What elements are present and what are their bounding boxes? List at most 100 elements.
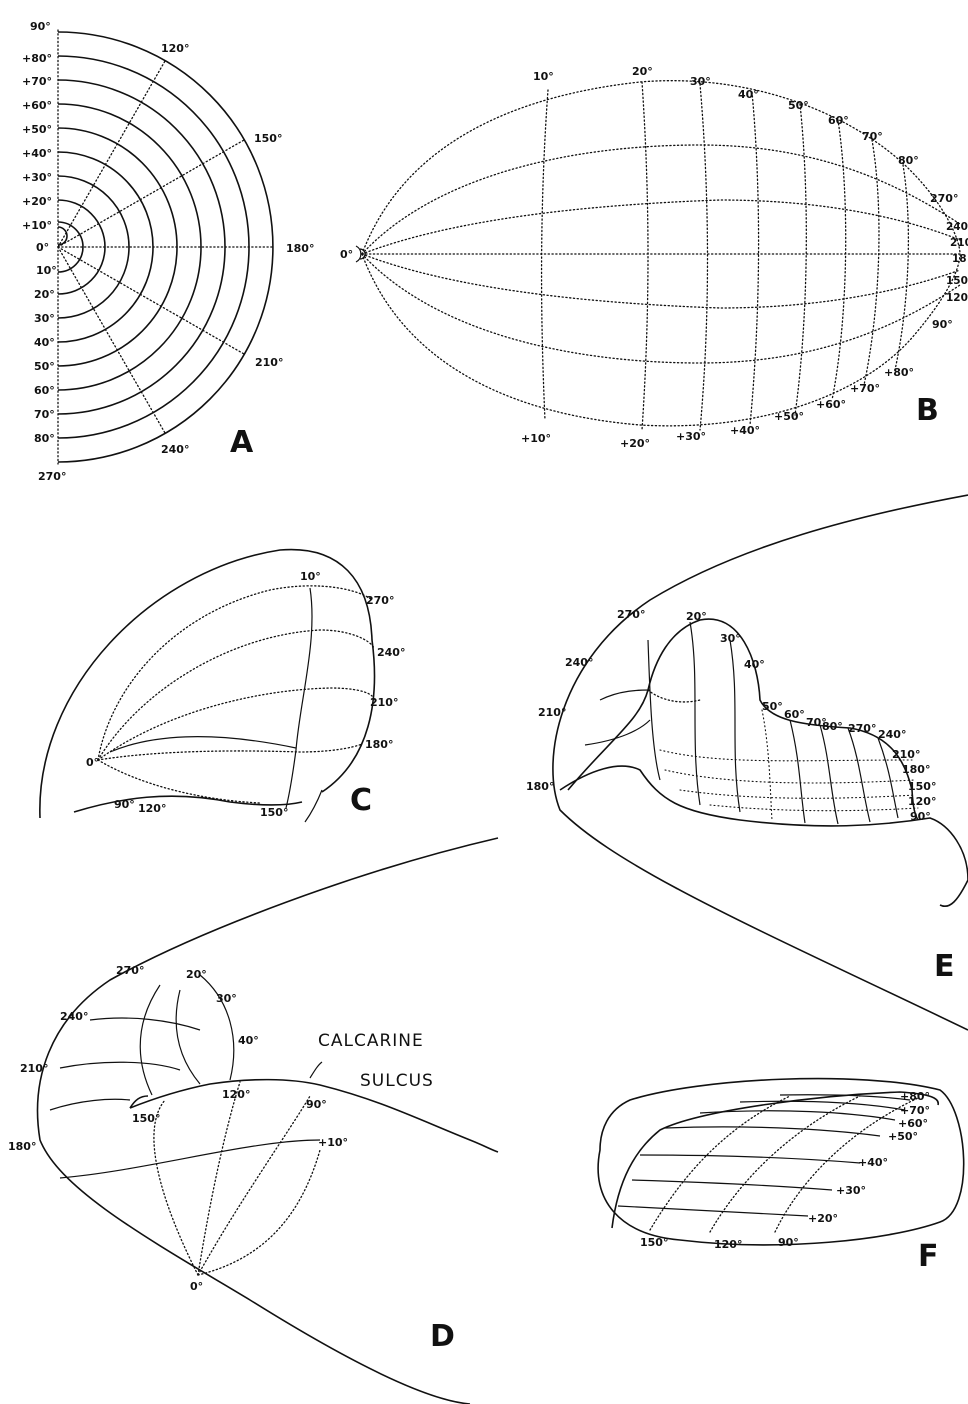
map-label: +10° — [318, 1136, 348, 1149]
eccentricity-label: +50° — [22, 123, 52, 136]
map-label: 150° — [132, 1112, 160, 1125]
eccentricity-label: 40° — [34, 336, 55, 349]
map-label: 120° — [908, 795, 936, 808]
map-label: 270° — [366, 594, 394, 607]
map-label: 180° — [8, 1140, 36, 1153]
panel-letter: E — [934, 949, 955, 984]
eccentricity-label: 50° — [34, 360, 55, 373]
map-label: 0° — [190, 1280, 203, 1293]
angle-label: 120° — [161, 42, 189, 55]
map-label: 60° — [784, 708, 805, 721]
map-label: +70° — [900, 1104, 930, 1117]
calcarine-sulcus-label: CALCARINE — [318, 1031, 424, 1051]
map-label: 180° — [902, 763, 930, 776]
map-label: 240° — [377, 646, 405, 659]
panel-f: +80° +70° +60° +50° +40° +30° +20° 150° … — [598, 1079, 964, 1274]
meridian-label: +50° — [774, 410, 804, 423]
map-label: +50° — [888, 1130, 918, 1143]
meridian-label: +10° — [521, 432, 551, 445]
map-label: +20° — [808, 1212, 838, 1225]
meridian-label: 50° — [788, 99, 809, 112]
eccentricity-label: +60° — [22, 99, 52, 112]
meridian-label: +80° — [884, 366, 914, 379]
meridian-label: +30° — [676, 430, 706, 443]
panel-letter: C — [350, 783, 372, 818]
parallel-label: 90° — [932, 318, 953, 331]
panel-c: 10° 270° 240° 210° 180° 0° 90° 120° 150°… — [40, 550, 406, 822]
map-label: 240° — [565, 656, 593, 669]
angle-label: 270° — [38, 470, 66, 483]
map-label: +80° — [900, 1090, 930, 1103]
map-label: 270° — [617, 608, 645, 621]
meridian-label: 60° — [828, 114, 849, 127]
parallel-label: 240 — [946, 221, 968, 233]
map-label: 90° — [114, 798, 135, 811]
panel-letter: A — [230, 425, 254, 460]
meridian-label: 70° — [862, 130, 883, 143]
panel-letter: F — [918, 1239, 939, 1274]
eccentricity-label: 60° — [34, 384, 55, 397]
map-label: 90° — [910, 810, 931, 823]
map-label: 120° — [222, 1088, 250, 1101]
map-label: 240° — [878, 728, 906, 741]
eccentricity-label: 10° — [36, 264, 57, 277]
meridian-label: 20° — [632, 65, 653, 78]
meridian-label: +60° — [816, 398, 846, 411]
angle-label: 240° — [161, 443, 189, 456]
meridian-label: 80° — [898, 154, 919, 167]
meridian-label: +70° — [850, 382, 880, 395]
eccentricity-label: 70° — [34, 408, 55, 421]
panel-e-drawing: 270° 20° 30° 40° 240° 210° 180° 50° 60° … — [526, 495, 968, 1030]
map-label: +40° — [858, 1156, 888, 1169]
map-label: 20° — [186, 968, 207, 981]
map-label: 40° — [238, 1034, 259, 1047]
meridian-label: 10° — [533, 70, 554, 83]
eccentricity-label: 20° — [34, 288, 55, 301]
map-label: 180° — [526, 780, 554, 793]
meridian-label: 30° — [690, 75, 711, 88]
map-label: 270° — [116, 964, 144, 977]
panel-a: 90° 120° 150° 180° 210° 240° 270° 0° +80… — [22, 20, 314, 483]
map-label: +60° — [898, 1117, 928, 1130]
map-label: 210° — [538, 706, 566, 719]
panel-letter: B — [916, 393, 939, 428]
panel-e: 270° 20° 30° 40° 240° 210° 180° 50° 60° … — [526, 495, 968, 1030]
map-label: 0° — [86, 756, 99, 769]
meridian-label: +40° — [730, 424, 760, 437]
map-label: 270° — [848, 722, 876, 735]
map-label: 50° — [762, 700, 783, 713]
map-label: 90° — [306, 1098, 327, 1111]
panel-d-drawing: 270° 20° 30° 40° 240° 210° 180° 150° 120… — [8, 838, 498, 1404]
map-label: 30° — [720, 632, 741, 645]
origin-label: 0° — [340, 248, 353, 261]
panel-letter: D — [430, 1319, 455, 1354]
meridian-label: +20° — [620, 437, 650, 450]
meridian-label: 40° — [738, 88, 759, 101]
map-label: 120° — [714, 1238, 742, 1251]
map-label: 10° — [300, 570, 321, 583]
panel-c-drawing: 10° 270° 240° 210° 180° 0° 90° 120° 150° — [40, 550, 406, 822]
map-label: 30° — [216, 992, 237, 1005]
map-label: 150° — [908, 780, 936, 793]
map-label: 210° — [892, 748, 920, 761]
panel-d: 270° 20° 30° 40° 240° 210° 180° 150° 120… — [8, 838, 498, 1404]
map-label: 180° — [365, 738, 393, 751]
parallel-label: 18 — [952, 253, 967, 265]
eccentricity-label: 30° — [34, 312, 55, 325]
panel-f-drawing: +80° +70° +60° +50° +40° +30° +20° 150° … — [598, 1079, 964, 1251]
angle-label: 90° — [30, 20, 51, 33]
angle-label: 180° — [286, 242, 314, 255]
map-label: 120° — [138, 802, 166, 815]
parallel-label: 210 — [950, 237, 968, 249]
parallel-label: 120 — [946, 292, 968, 304]
map-label: 240° — [60, 1010, 88, 1023]
parallel-label: 270° — [930, 192, 958, 205]
angle-label: 0° — [36, 241, 49, 254]
panel-b-grid: 0° 10° 20° 30° 40° 50° 60° 70° 80° +10° … — [340, 65, 968, 450]
angle-label: 210° — [255, 356, 283, 369]
parallel-label: 150 — [946, 275, 968, 287]
map-label: 150° — [260, 806, 288, 819]
eccentricity-label: +10° — [22, 219, 52, 232]
eccentricity-label: +20° — [22, 195, 52, 208]
